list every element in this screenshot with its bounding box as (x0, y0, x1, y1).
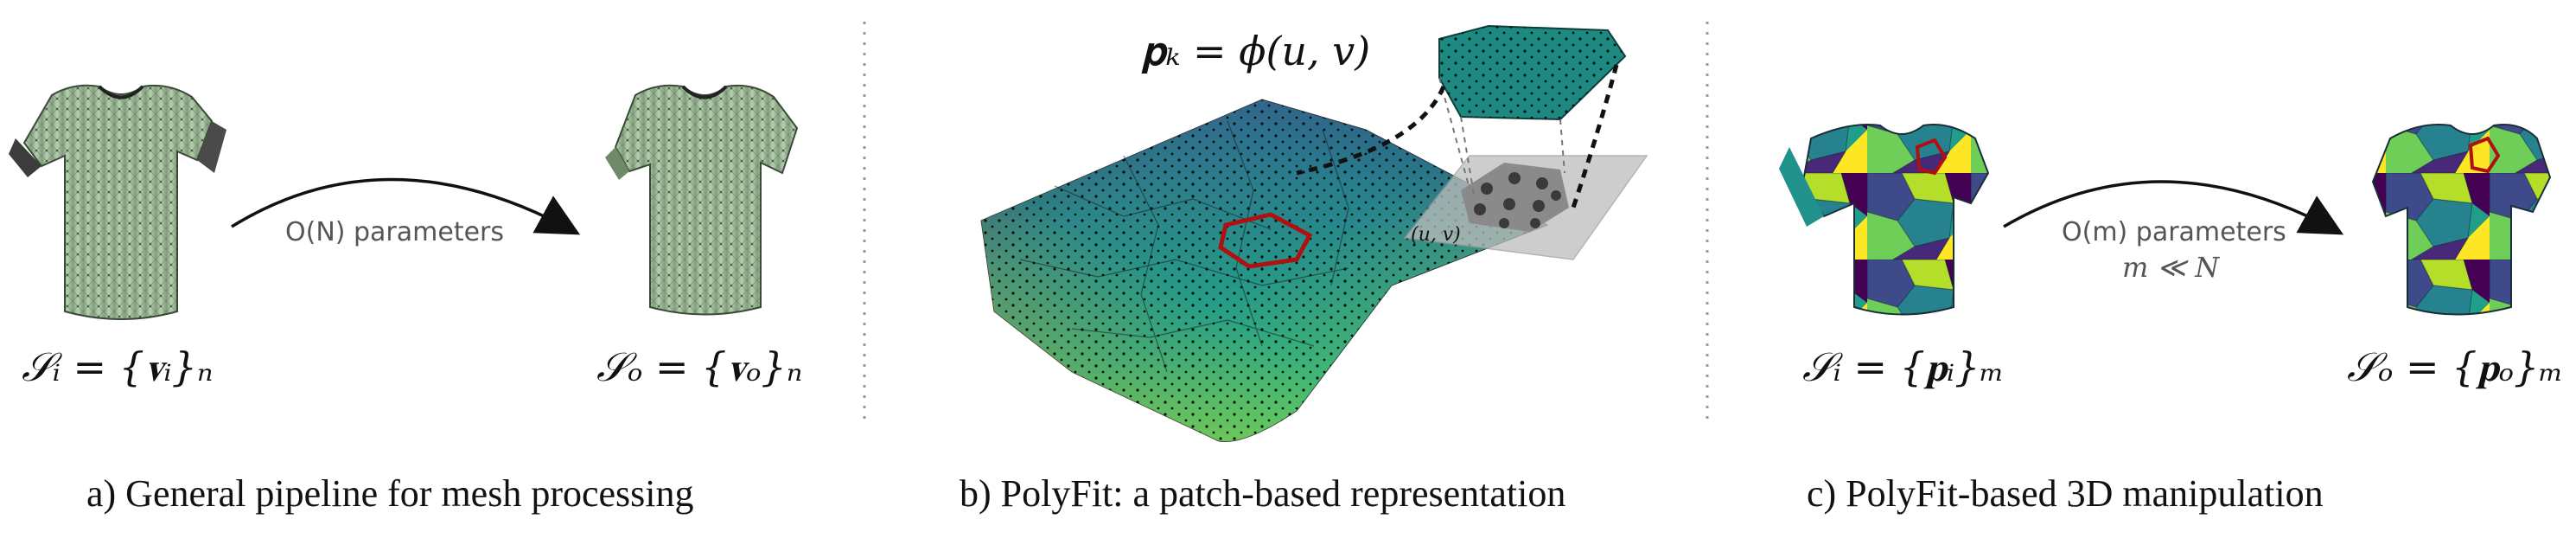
input-patch-shirt-icon (1779, 124, 1990, 316)
viridis-surface-icon (980, 99, 1549, 443)
uv-plane-icon: (u, v) (1403, 155, 1648, 260)
projection-lines (1296, 64, 1619, 208)
patch-formula: 𝐩ₖ = ϕ(u, v) (1141, 28, 1370, 74)
manipulation-arrow (2003, 180, 2344, 235)
caption-panel-c: c) PolyFit-based 3D manipulation (1807, 472, 2324, 515)
uv-coordinate-label: (u, v) (1411, 224, 1461, 246)
output-set-label: 𝒮ₒ = {𝐯ₒ}ₙ (596, 343, 802, 390)
output-selected-patch (2468, 136, 2501, 174)
arrow-note-params: O(m) parameters (2062, 217, 2286, 247)
caption-panel-a: a) General pipeline for mesh processing (86, 472, 694, 515)
output-shirt-mesh-icon (605, 84, 799, 316)
arrow-note-relation: m ≪ N (2122, 251, 2220, 284)
output-patch-shirt-icon (2371, 124, 2552, 316)
caption-panel-b: b) PolyFit: a patch-based representation (960, 472, 1566, 515)
input-set-label: 𝒮ᵢ = {𝐩ᵢ}ₘ (1802, 343, 2005, 390)
selected-patch-outline (1218, 212, 1313, 269)
panel-a: O(N) parameters 𝒮ᵢ = {𝐯ᵢ}ₙ 𝒮ₒ = {𝐯ₒ}ₙ (9, 84, 802, 390)
output-set-label: 𝒮ₒ = {𝐩ₒ}ₘ (2347, 343, 2564, 390)
patch-hexagon-icon (1438, 24, 1627, 121)
input-set-label: 𝒮ᵢ = {𝐯ᵢ}ₙ (22, 343, 213, 390)
panel-c: O(m) parameters m ≪ N 𝒮ᵢ = {𝐩ᵢ}ₘ 𝒮ₒ = {𝐩… (1779, 124, 2564, 390)
input-selected-patch (1915, 138, 1948, 176)
input-shirt-mesh-icon (9, 84, 226, 320)
arrow-note-params: O(N) parameters (285, 217, 504, 247)
process-arrow (231, 177, 581, 235)
panel-b: (u, v) 𝐩ₖ = ϕ(u, v) (980, 24, 1648, 443)
